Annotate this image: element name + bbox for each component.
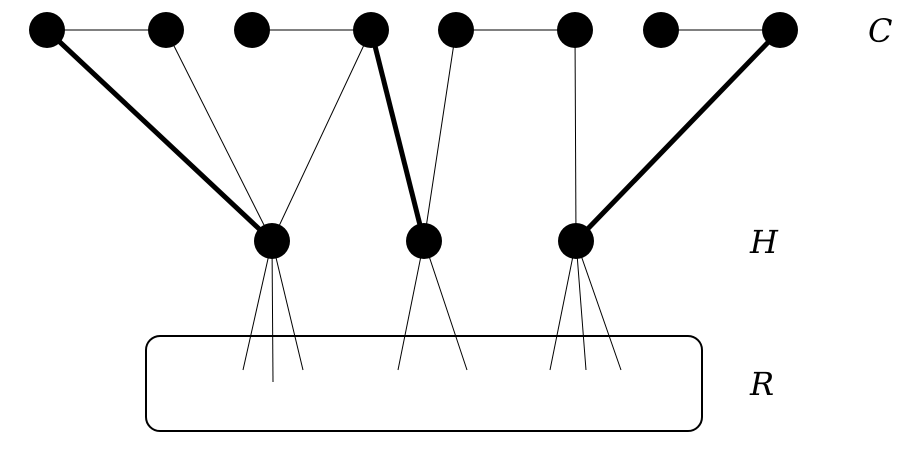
label-c-set: C xyxy=(868,12,892,50)
edge-c4-h1 xyxy=(271,29,372,242)
stub-h1-2 xyxy=(271,240,274,383)
edge-c6-h3 xyxy=(574,29,577,242)
stub-h2-2 xyxy=(423,240,468,371)
stub-h3-3 xyxy=(575,240,622,371)
stub-h3-1 xyxy=(549,240,577,371)
stub-h1-3 xyxy=(271,240,304,371)
node-c2 xyxy=(148,12,184,48)
stub-h2-1 xyxy=(397,240,425,371)
region-r-box xyxy=(145,335,703,432)
label-r-set: R xyxy=(749,365,774,403)
node-h3 xyxy=(558,223,594,259)
edge-c2-h1 xyxy=(165,29,273,242)
node-h1 xyxy=(254,223,290,259)
node-c8 xyxy=(762,12,798,48)
stub-h1-1 xyxy=(242,240,273,371)
node-c6 xyxy=(557,12,593,48)
label-h-set: H xyxy=(749,223,779,261)
node-c1 xyxy=(29,12,65,48)
edge-thick-c1-h1 xyxy=(45,28,274,243)
edge-c5-h2 xyxy=(423,29,457,242)
edge-thick-c4-h2 xyxy=(368,29,427,242)
edge-thick-c8-h3 xyxy=(574,28,782,243)
node-c3 xyxy=(234,12,270,48)
node-c7 xyxy=(643,12,679,48)
node-h2 xyxy=(406,223,442,259)
node-c5 xyxy=(438,12,474,48)
node-c4 xyxy=(353,12,389,48)
stub-h3-2 xyxy=(575,240,587,371)
